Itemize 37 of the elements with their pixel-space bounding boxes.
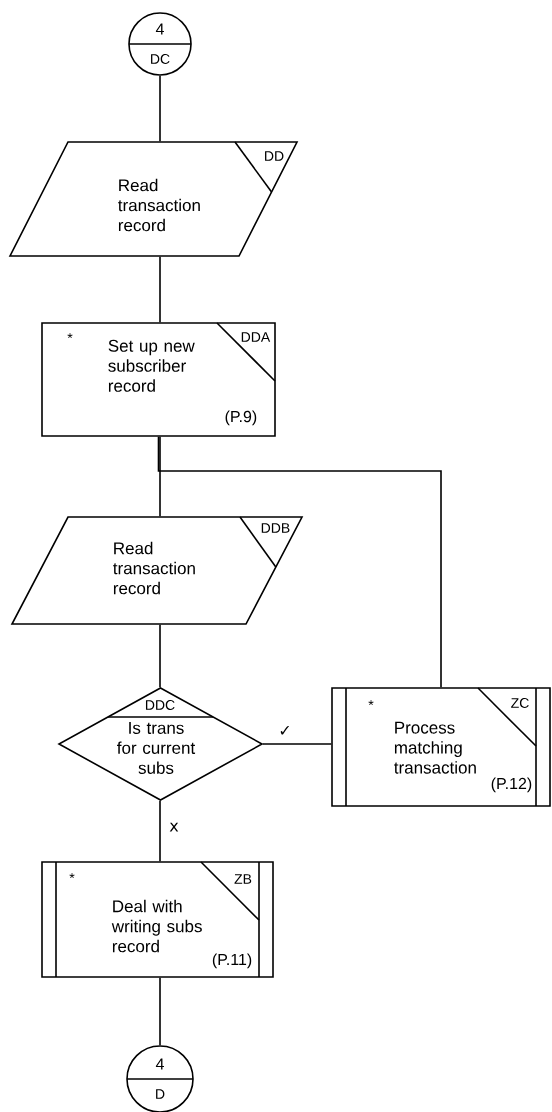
node-label: Process matching transaction [394,721,476,774]
connector-line [159,436,161,517]
reference-code: DDB [261,523,290,533]
connector-line [159,800,161,862]
connector-line [262,743,332,745]
subprocess-box [331,687,551,807]
reference-code: DDC [146,700,175,710]
asterisk-mark: * [67,333,73,339]
node-label: Set up new subscriber record [108,339,195,392]
connector-line [157,436,442,688]
connector-line [159,75,161,142]
connector-line [159,624,161,688]
connector-circle [126,1045,194,1112]
asterisk-mark: * [69,873,75,879]
connector-number: 4 [155,23,164,35]
node-label: Read transaction record [118,178,200,232]
connector-circle [128,12,192,76]
node-label: Deal with writing subs record [111,899,202,953]
connector-number: 4 [155,1058,164,1070]
page-reference: (P.12) [491,777,532,793]
reference-code: ZC [511,698,529,708]
reference-code: DD [265,151,284,161]
connector-line [159,256,161,323]
edge-label: ✓ [277,724,293,738]
page-reference: (P.11) [212,953,252,969]
reference-code: ZB [234,874,252,884]
reference-code: DDA [241,332,271,342]
connector-line [159,977,161,1046]
subprocess-box [41,861,274,978]
node-label: Read transaction record [113,541,195,595]
process-box [41,322,276,437]
edge-label: x [168,821,180,833]
node-label: Is trans for current subs [117,722,196,774]
reference-code: D [156,1089,165,1099]
page-reference: (P.9) [225,410,257,426]
asterisk-mark: * [368,700,374,706]
reference-code: DC [151,54,170,64]
